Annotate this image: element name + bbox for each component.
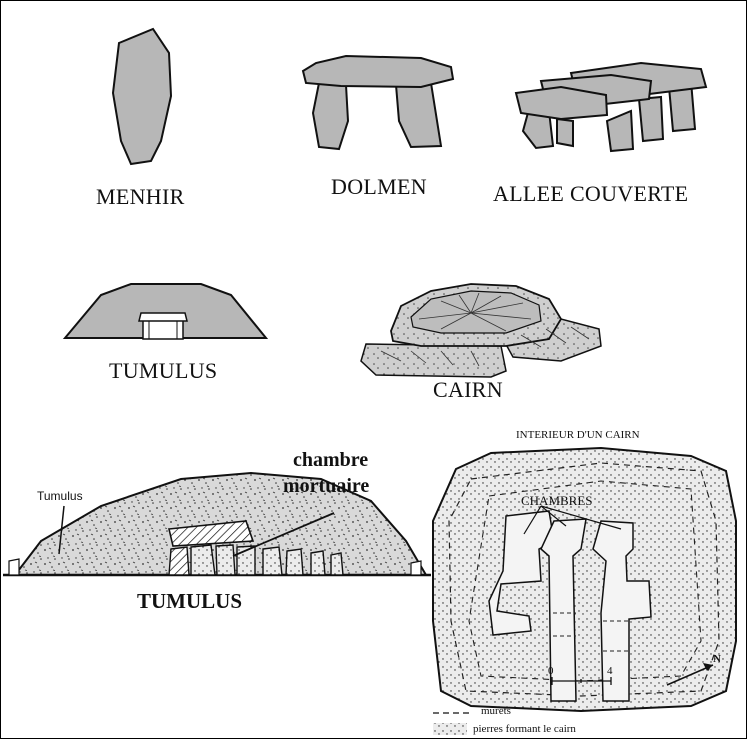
dolmen-figure — [303, 56, 453, 149]
cairn-interior-plan — [433, 448, 736, 711]
legend-pierres-label: pierres formant le cairn — [473, 723, 576, 735]
allee-couverte-figure — [516, 63, 706, 151]
scale-zero-label: 0 — [548, 665, 554, 677]
chambre-label: chambre — [293, 449, 368, 472]
dolmen-label: DOLMEN — [331, 174, 427, 200]
tumulus-top-figure — [65, 284, 266, 339]
tumulus-bottom-label: TUMULUS — [137, 589, 242, 614]
chambres-label: CHAMBRES — [521, 493, 593, 509]
menhir-label: MENHIR — [96, 184, 185, 210]
legend-swatches — [433, 713, 471, 735]
cairn-interior-title: INTERIEUR D'UN CAIRN — [516, 429, 640, 441]
north-label: N — [713, 653, 721, 665]
allee-couverte-label: ALLEE COUVERTE — [493, 181, 688, 207]
legend-murets-label: murets — [481, 705, 511, 717]
scale-four-label: 4 — [607, 665, 613, 677]
tumulus-small-label: Tumulus — [37, 489, 83, 503]
cairn-figure — [361, 284, 601, 377]
mortuaire-label: mortuaire — [283, 475, 369, 498]
menhir-figure — [113, 29, 171, 164]
cairn-label: CAIRN — [433, 377, 503, 403]
tumulus-top-label: TUMULUS — [109, 358, 217, 384]
